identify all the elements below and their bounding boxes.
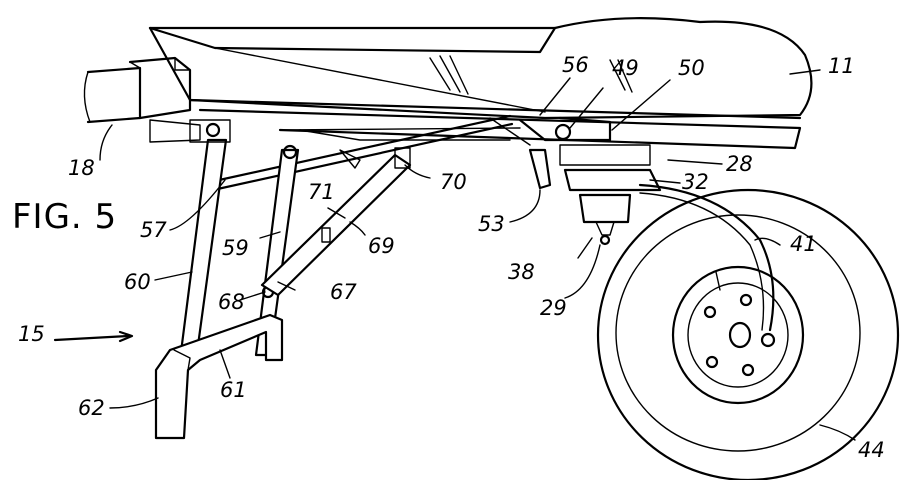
seat-cushion (150, 18, 811, 148)
callout-44: 44 (858, 440, 885, 461)
callout-71: 71 (308, 182, 335, 203)
callout-11: 11 (828, 56, 855, 77)
callout-32: 32 (682, 172, 709, 193)
frame-tube (84, 58, 200, 142)
callout-57: 57 (140, 220, 167, 241)
callout-29: 29 (540, 298, 567, 319)
callout-60: 60 (124, 272, 151, 293)
foot (156, 315, 282, 438)
wheel (598, 190, 898, 480)
callout-53: 53 (478, 214, 505, 235)
callout-59: 59 (222, 238, 249, 259)
hanger-assembly (530, 145, 660, 244)
callout-56: 56 (562, 55, 589, 76)
callout-69: 69 (368, 236, 395, 257)
callout-61: 61 (220, 380, 247, 401)
callout-41: 41 (790, 234, 817, 255)
callout-68: 68 (218, 292, 245, 313)
callout-18: 18 (68, 158, 95, 179)
callout-49: 49 (612, 58, 639, 79)
figure-label: FIG. 5 (12, 200, 117, 234)
callout-62: 62 (78, 398, 105, 419)
callout-70: 70 (440, 172, 467, 193)
callout-15: 15 (18, 324, 45, 345)
callout-28: 28 (726, 154, 753, 175)
callout-38: 38 (508, 262, 535, 283)
callout-50: 50 (678, 58, 705, 79)
callout-67: 67 (330, 282, 357, 303)
